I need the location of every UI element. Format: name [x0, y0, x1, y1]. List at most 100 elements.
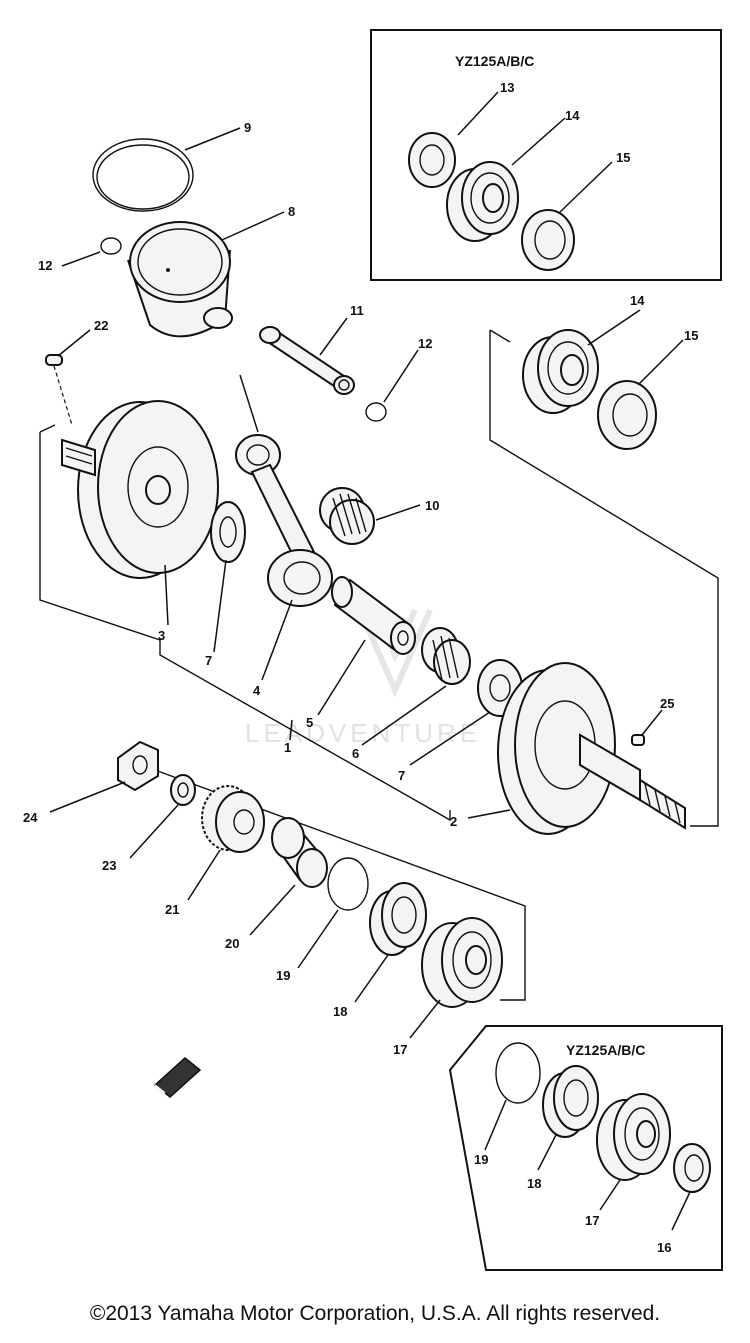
inset-oil-seal-16	[673, 1143, 711, 1193]
callout-4: 4	[253, 683, 261, 698]
drawing-stroke	[145, 475, 171, 505]
drawing-stroke	[563, 1079, 589, 1117]
drawing-stroke	[390, 621, 416, 655]
circlip-19	[327, 857, 369, 911]
lower-group-frame	[154, 769, 526, 1001]
callout-8: 8	[288, 204, 295, 219]
drawing-stroke	[259, 326, 281, 344]
drawing-stroke	[271, 817, 305, 859]
callout-1: 1	[284, 740, 291, 755]
woodruff-key-25	[631, 734, 645, 746]
circlip-12-left	[100, 237, 122, 255]
drawing-stroke	[452, 931, 492, 989]
drawing-stroke	[639, 778, 686, 830]
nut-24	[117, 740, 159, 792]
drawing-stroke	[249, 884, 296, 936]
drawing-stroke	[375, 504, 421, 521]
callout-20: 20	[225, 936, 239, 951]
drawing-stroke	[391, 896, 417, 934]
piston-pin-11	[259, 326, 355, 395]
inset-callout-18: 18	[527, 1176, 541, 1191]
drawing-stroke	[636, 1120, 656, 1148]
drawing-stroke	[289, 719, 293, 741]
callout-13: 13	[500, 80, 514, 95]
drawing-stroke	[39, 432, 451, 822]
drawing-stroke	[49, 781, 126, 813]
callout-10: 10	[425, 498, 439, 513]
drawing-stroke	[537, 1134, 557, 1171]
drawing-stroke	[96, 144, 190, 210]
forward-arrow-icon	[153, 1057, 202, 1098]
drawing-stroke	[329, 499, 375, 545]
drawing-stroke	[45, 354, 63, 366]
drawing-stroke	[319, 317, 348, 356]
drawing-stroke	[470, 172, 510, 224]
inset-callout-16: 16	[657, 1240, 671, 1255]
drawing-stroke	[177, 782, 189, 798]
crank-wheel-left-3	[61, 400, 219, 579]
callout-17: 17	[393, 1042, 407, 1057]
inset-oil-seal-13	[408, 132, 456, 188]
drawing-stroke	[495, 1042, 541, 1104]
drawing-stroke	[61, 251, 101, 267]
callout-2: 2	[450, 814, 457, 829]
drawing-stroke	[432, 635, 459, 681]
drawing-stroke	[587, 309, 641, 346]
piston-8	[127, 221, 233, 338]
callout-18: 18	[333, 1004, 347, 1019]
drawing-stroke	[482, 183, 504, 213]
drawing-stroke	[631, 734, 645, 746]
drawing-stroke	[154, 769, 526, 1001]
drawing-stroke	[408, 132, 456, 188]
inset-needle-bearing-18	[542, 1065, 599, 1138]
drawing-stroke	[409, 711, 491, 766]
callout-15: 15	[684, 328, 698, 343]
drawing-stroke	[170, 774, 196, 806]
callout-22: 22	[94, 318, 108, 333]
drawing-stroke	[397, 630, 409, 646]
drawing-stroke	[637, 339, 684, 386]
drawing-stroke	[184, 127, 241, 151]
bottom-inset-title: YZ125A/B/C	[566, 1042, 645, 1058]
callout-7-left: 7	[205, 653, 212, 668]
callout-14: 14	[630, 293, 645, 308]
drawing-stroke	[365, 402, 387, 422]
copyright-footer: ©2013 Yamaha Motor Corporation, U.S.A. A…	[89, 1302, 661, 1325]
drawing-stroke	[215, 791, 265, 853]
drawing-stroke	[641, 709, 663, 736]
drawing-stroke	[39, 424, 56, 433]
drawing-stroke	[100, 237, 122, 255]
top-inset-frame	[370, 29, 722, 281]
bearing-18	[369, 882, 427, 956]
drawing-stroke	[684, 1154, 704, 1182]
callout-9: 9	[244, 120, 251, 135]
drawing-stroke	[331, 576, 353, 608]
drawing-stroke	[333, 375, 355, 395]
primary-drive-gear-21	[201, 785, 265, 853]
drawing-stroke	[597, 380, 657, 450]
drawing-stroke	[671, 1191, 691, 1231]
inset-callout-17: 17	[585, 1213, 599, 1228]
drawing-stroke	[644, 783, 681, 824]
top-inset: YZ125A/B/C 13 14 15	[370, 29, 722, 281]
callout-12-left: 12	[38, 258, 52, 273]
washer-23	[170, 774, 196, 806]
drawing-stroke	[409, 999, 441, 1039]
drawing-stroke	[239, 374, 259, 433]
circlip-12-right	[365, 402, 387, 422]
callout-7-right: 7	[398, 768, 405, 783]
drawing-stroke	[489, 674, 511, 702]
drawing-stroke	[624, 1107, 660, 1161]
drawing-stroke	[383, 349, 419, 403]
inset-callout-19: 19	[474, 1152, 488, 1167]
callout-24: 24	[23, 810, 38, 825]
drawing-stroke	[53, 365, 73, 426]
right-bearing-group: 14 15	[489, 293, 719, 827]
callout-21: 21	[165, 902, 179, 917]
leader-13	[457, 91, 499, 136]
drawing-stroke	[381, 882, 427, 948]
top-inset-title: YZ125A/B/C	[455, 53, 534, 69]
drawing-stroke	[127, 446, 189, 528]
callout-14-top: 14	[565, 108, 580, 123]
